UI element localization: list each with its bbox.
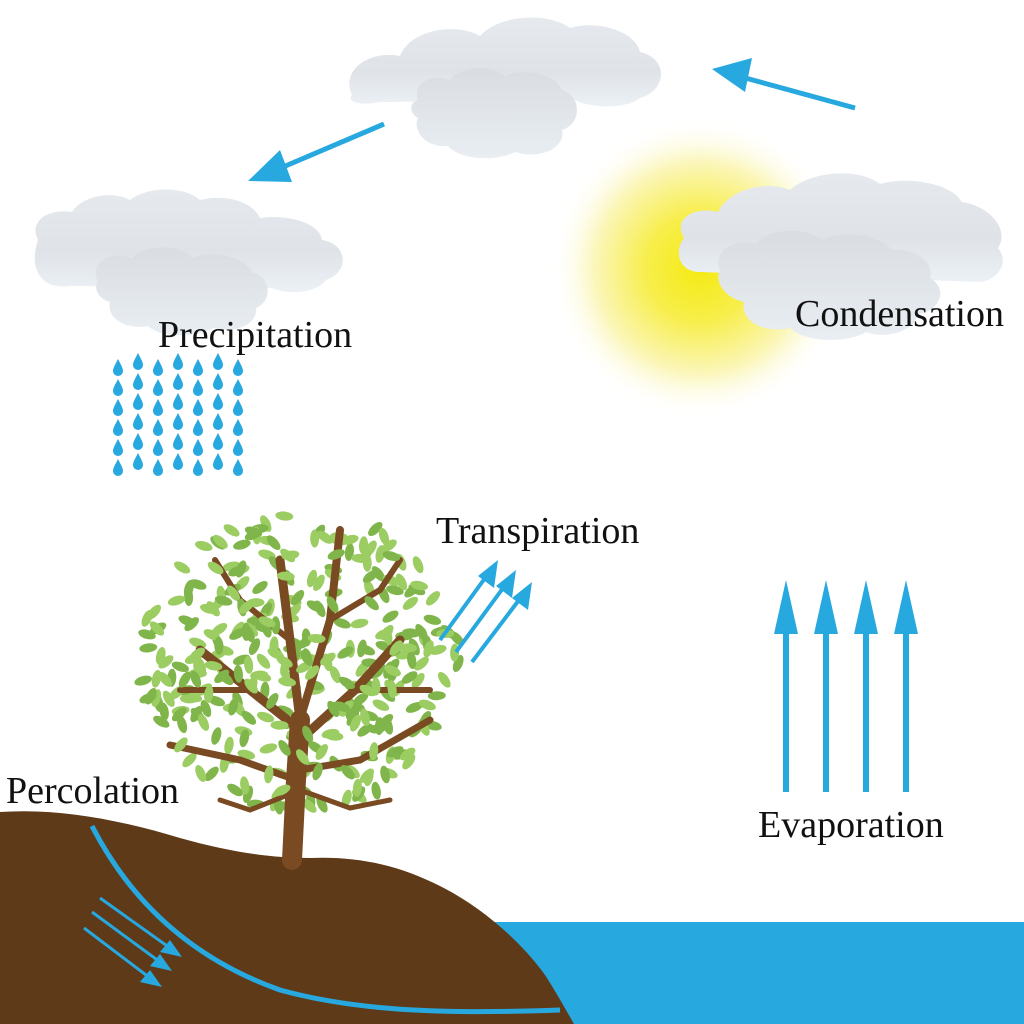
rain-drop [213, 453, 223, 470]
leaf [258, 741, 279, 756]
leaf [150, 669, 163, 689]
arrow-condensation [737, 73, 856, 111]
rain-drops [113, 353, 243, 476]
leaf [138, 642, 158, 654]
rain-drop [213, 373, 223, 390]
rain-drop [153, 459, 163, 476]
transpiration-arrows [438, 560, 532, 664]
ground [0, 811, 574, 1024]
rain-drop [233, 419, 243, 436]
percolation-label: Percolation [6, 770, 180, 812]
rain-drop [133, 453, 143, 470]
rain-drop [113, 359, 123, 376]
arrow-precipitation-head [248, 150, 292, 182]
rain-drop [213, 393, 223, 410]
leaf [423, 588, 443, 608]
rain-drop [193, 379, 203, 396]
transpiration-label: Transpiration [436, 510, 640, 552]
leaf [172, 559, 193, 576]
rain-drop [113, 459, 123, 476]
rain-drop [153, 359, 163, 376]
precipitation-label: Precipitation [158, 314, 353, 356]
rain-drop [153, 419, 163, 436]
rain-drop [153, 379, 163, 396]
rain-drop [213, 413, 223, 430]
cloud-right [678, 173, 1003, 340]
water-body [470, 922, 1024, 1024]
rain-drop [193, 439, 203, 456]
cloud-left [34, 189, 343, 336]
rain-drop [173, 373, 183, 390]
rain-drop [233, 439, 243, 456]
rain-drop [153, 399, 163, 416]
rain-drop [113, 439, 123, 456]
rain-drop [113, 379, 123, 396]
rain-drop [233, 459, 243, 476]
rain-drop [193, 419, 203, 436]
arrow-precipitation [275, 121, 385, 173]
evaporation-label: Evaporation [758, 804, 944, 846]
cloud-top [349, 17, 661, 159]
rain-drop [233, 399, 243, 416]
leaf [400, 594, 421, 613]
leaf [223, 735, 235, 756]
leaf [380, 608, 401, 626]
leaf [209, 726, 224, 746]
condensation-label: Condensation [795, 293, 1004, 335]
leaf [410, 554, 426, 575]
rain-drop [233, 379, 243, 396]
rain-drop [113, 419, 123, 436]
leaf [221, 521, 242, 540]
leaf [250, 578, 270, 597]
rain-drop [153, 439, 163, 456]
rain-drop [133, 373, 143, 390]
rain-drop [133, 433, 143, 450]
percolation-arrows [83, 896, 182, 987]
rain-drop [133, 413, 143, 430]
tree [133, 510, 467, 870]
evaporation-arrows [774, 580, 918, 792]
rain-drop [173, 413, 183, 430]
rain-drop [193, 359, 203, 376]
rain-drop [193, 459, 203, 476]
leaf [349, 617, 370, 630]
rain-drop [173, 433, 183, 450]
leaf [435, 669, 454, 690]
leaf [274, 510, 294, 522]
rain-drop [233, 359, 243, 376]
rain-drop [213, 433, 223, 450]
cycle-arrows [248, 58, 856, 182]
leaf [166, 593, 187, 608]
leaf [355, 638, 369, 659]
leaf [422, 612, 443, 627]
leaf [133, 673, 154, 688]
leaf [193, 539, 214, 553]
leaf [370, 781, 383, 801]
rain-drop [173, 393, 183, 410]
rain-drop [133, 353, 143, 370]
leaf [378, 764, 392, 785]
rain-drop [193, 399, 203, 416]
rain-drop [133, 393, 143, 410]
arrow-condensation-head [712, 58, 752, 92]
groundwater-line [89, 824, 561, 1015]
rain-drop [113, 399, 123, 416]
rain-drop [173, 453, 183, 470]
